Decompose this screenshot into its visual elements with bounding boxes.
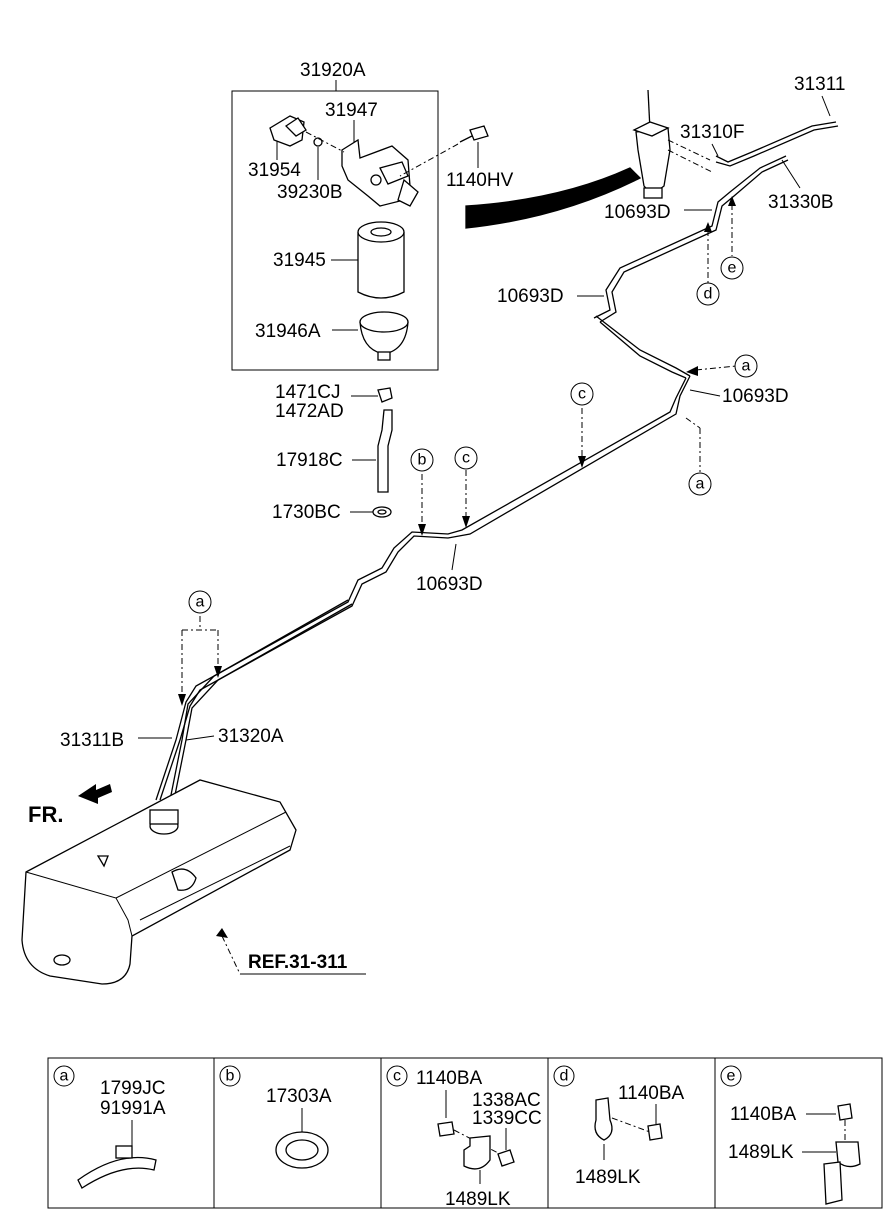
svg-text:c: c bbox=[462, 450, 470, 467]
legend-cell-b: b 17303A bbox=[219, 1065, 332, 1169]
label-31311: 31311 bbox=[794, 74, 845, 95]
label-1140HV: 1140HV bbox=[446, 170, 514, 191]
front-arrow-icon bbox=[78, 784, 112, 804]
callout-d-upper: d bbox=[696, 282, 720, 306]
legend-c-1489LK: 1489LK bbox=[445, 1189, 511, 1210]
legend-cell-c: c 1140BA 1338AC 1339CC 1489LK bbox=[386, 1065, 542, 1210]
filter-head-part bbox=[269, 115, 419, 207]
label-31320A: 31320A bbox=[218, 726, 284, 747]
label-31310F: 31310F bbox=[680, 122, 744, 143]
svg-text:a: a bbox=[60, 1068, 69, 1085]
legend-c-1140BA: 1140BA bbox=[416, 1068, 483, 1089]
hose-part bbox=[377, 409, 393, 493]
label-31954: 31954 bbox=[248, 160, 301, 181]
label-31946A: 31946A bbox=[255, 321, 321, 342]
callout-b: b bbox=[410, 448, 434, 472]
fuel-lines-upper bbox=[593, 121, 839, 379]
callout-c-middle: c bbox=[454, 446, 478, 470]
svg-text:c: c bbox=[578, 386, 586, 403]
fuel-filter-upper bbox=[465, 89, 713, 229]
legend-c-1339CC: 1339CC bbox=[472, 1108, 542, 1129]
hose-clamp-part bbox=[377, 387, 393, 403]
fuel-lines-middle bbox=[155, 375, 691, 801]
legend-e-1140BA: 1140BA bbox=[730, 1104, 797, 1125]
bolt-1140HV bbox=[459, 125, 489, 143]
callout-c-upper: c bbox=[570, 382, 594, 406]
callout-a-upper: a bbox=[734, 354, 758, 378]
label-1471CJ: 1471CJ bbox=[275, 382, 341, 403]
legend-a-91991A: 91991A bbox=[100, 1098, 166, 1119]
legend-d-1489LK: 1489LK bbox=[575, 1167, 641, 1188]
callout-a-left: a bbox=[188, 590, 212, 614]
label-10693D-1: 10693D bbox=[604, 202, 671, 223]
svg-text:d: d bbox=[704, 286, 713, 303]
direction-arrow-shape bbox=[465, 167, 642, 229]
svg-text:b: b bbox=[226, 1068, 235, 1085]
legend-cell-a: a 1799JC 91991A bbox=[53, 1065, 166, 1189]
legend-cell-e: e 1140BA 1489LK bbox=[720, 1065, 861, 1205]
filter-assembly-box bbox=[231, 90, 439, 371]
svg-text:d: d bbox=[560, 1068, 569, 1085]
legend-d-1140BA: 1140BA bbox=[618, 1083, 685, 1104]
label-31920A: 31920A bbox=[300, 60, 366, 81]
legend-a-1799JC: 1799JC bbox=[100, 1078, 166, 1099]
label-1472AD: 1472AD bbox=[275, 401, 344, 422]
callout-a-right: a bbox=[688, 472, 712, 496]
ref-label: REF.31-311 bbox=[248, 952, 348, 973]
label-1730BC: 1730BC bbox=[272, 502, 341, 523]
label-31945: 31945 bbox=[273, 250, 326, 271]
label-10693D-4: 10693D bbox=[416, 574, 483, 595]
svg-text:b: b bbox=[418, 452, 427, 469]
water-bowl-part bbox=[359, 311, 409, 361]
legend-cell-d: d 1140BA 1489LK bbox=[553, 1065, 685, 1188]
svg-text:a: a bbox=[696, 476, 705, 493]
label-31311B: 31311B bbox=[60, 730, 124, 751]
fuel-tank-part bbox=[21, 779, 297, 985]
hose-parts-group: 1471CJ 1472AD 17918C 1730BC bbox=[272, 382, 393, 523]
label-31330B: 31330B bbox=[768, 192, 834, 213]
label-17918C: 17918C bbox=[276, 450, 343, 471]
filter-element-part bbox=[357, 221, 405, 299]
legend-c-1338AC: 1338AC bbox=[472, 1090, 541, 1111]
legend-table: a 1799JC 91991A b 17303A c 1140BA 1338AC… bbox=[47, 1057, 883, 1210]
svg-text:c: c bbox=[393, 1068, 401, 1085]
legend-e-1489LK: 1489LK bbox=[728, 1142, 794, 1163]
svg-text:a: a bbox=[196, 594, 205, 611]
label-39230B: 39230B bbox=[277, 182, 343, 203]
front-label: FR. bbox=[28, 802, 63, 827]
callout-e-upper: e bbox=[720, 256, 744, 280]
filter-assembly-group: 31920A 31947 31954 39230B 1140HV 31945 bbox=[231, 60, 514, 371]
label-10693D-2: 10693D bbox=[497, 286, 564, 307]
legend-b-17303A: 17303A bbox=[266, 1086, 332, 1107]
label-31947: 31947 bbox=[325, 100, 378, 121]
svg-text:e: e bbox=[727, 1068, 736, 1085]
label-10693D-3: 10693D bbox=[722, 386, 789, 407]
svg-text:e: e bbox=[728, 260, 737, 277]
svg-text:a: a bbox=[742, 358, 751, 375]
